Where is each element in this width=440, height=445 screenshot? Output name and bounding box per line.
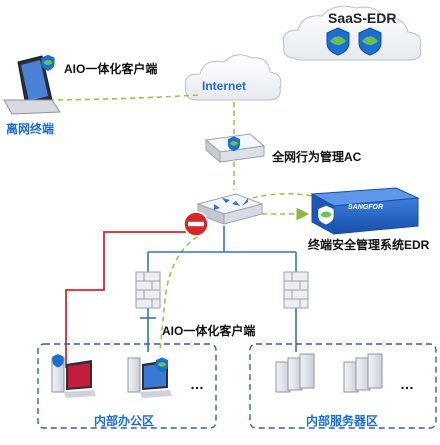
office-zone-label: 内部办公区 — [94, 414, 155, 428]
shield-icon — [358, 27, 382, 56]
shield-icon — [318, 205, 334, 225]
desktop-pc-shield — [52, 354, 64, 368]
firewall-right — [283, 271, 309, 309]
laptop-icon — [3, 54, 61, 115]
edr-brand: SANGFOR — [348, 204, 383, 211]
laptop-client-label: AIO一体化客户端 — [64, 62, 158, 76]
office-ellipsis: … — [190, 376, 204, 392]
office-zone — [37, 343, 217, 429]
server-group-2 — [343, 353, 383, 393]
shield-icon — [41, 54, 55, 71]
ac-label: 全网行为管理AC — [272, 150, 362, 164]
shield-icon — [155, 357, 169, 373]
laptop-caption: 离网终端 — [6, 122, 55, 136]
shield-icon — [227, 136, 241, 152]
server-zone-label: 内部服务器区 — [306, 414, 379, 428]
internet-cloud — [184, 54, 282, 101]
server-group-1 — [275, 353, 315, 393]
desktop-pc-infected — [51, 357, 96, 398]
saas-cloud — [282, 5, 422, 61]
lan-lines — [140, 226, 297, 352]
threat-path — [65, 231, 186, 368]
shield-icon — [326, 27, 350, 56]
inner-client-label: AIO一体化客户端 — [162, 324, 256, 338]
internet-label: Internet — [202, 79, 247, 93]
edr-label: 终端安全管理系统EDR — [308, 238, 430, 252]
desktop-pc — [127, 357, 172, 398]
block-icon — [183, 211, 209, 237]
dashed-links — [39, 94, 313, 353]
firewall-left — [135, 271, 161, 309]
edr-appliance — [310, 187, 420, 235]
saas-title: SaaS-EDR — [328, 10, 397, 26]
core-switch — [196, 193, 264, 225]
server-ellipsis: … — [400, 376, 414, 392]
ac-device — [204, 133, 266, 164]
server-zone — [249, 343, 437, 429]
